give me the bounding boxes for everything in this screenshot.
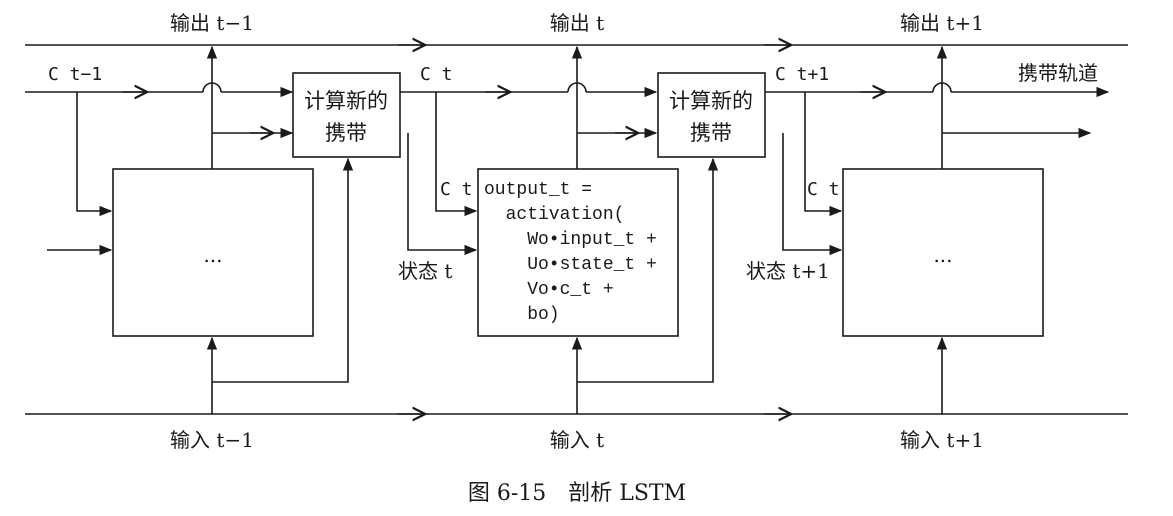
cell-output-arrows	[206, 45, 948, 169]
cell-placeholder: ...	[203, 243, 222, 267]
code-line-5: Vo•c_t +	[484, 280, 614, 300]
compute-input-arrows	[212, 157, 719, 383]
label-state-cur: 状态 t	[398, 259, 452, 283]
code-line-6: bo)	[484, 305, 560, 325]
label-carry-next-side: C t	[807, 179, 840, 200]
cell-prev: ...	[112, 168, 314, 337]
cell-next: ...	[842, 168, 1044, 337]
label-carry-prev: C t−1	[48, 64, 102, 85]
compute-box-line2: 携带	[690, 121, 732, 145]
compute-box-line1: 计算新的	[304, 89, 388, 113]
compute-box-line2: 携带	[325, 121, 367, 145]
label-carry-track: 携带轨道	[1018, 61, 1098, 85]
label-carry-cur: C t	[420, 64, 453, 85]
label-carry-cur-side: C t	[440, 179, 473, 200]
label-input-cur: 输入 t	[550, 428, 604, 452]
cell-input-arrows	[206, 336, 948, 414]
compute-carry-box-2: 计算新的 携带	[657, 72, 766, 158]
carry-into-cells	[76, 92, 843, 217]
compute-box-line1: 计算新的	[669, 89, 753, 113]
label-input-prev: 输入 t−1	[170, 428, 254, 452]
code-line-1: output_t =	[484, 180, 592, 200]
compute-carry-box-1: 计算新的 携带	[292, 72, 401, 158]
code-line-2: activation(	[484, 205, 624, 225]
cell-current: output_t = activation( Wo•input_t + Uo•s…	[477, 168, 679, 337]
label-output-prev: 输出 t−1	[170, 11, 254, 35]
label-input-next: 输入 t+1	[900, 428, 984, 452]
state-into-cells	[47, 133, 843, 256]
label-output-cur: 输出 t	[550, 11, 604, 35]
code-line-3: Wo•input_t +	[484, 230, 657, 250]
carry-track	[25, 82, 1110, 92]
cell-placeholder: ...	[933, 243, 952, 267]
code-line-4: Uo•state_t +	[484, 255, 657, 275]
figure-caption: 图 6-15 剖析 LSTM	[468, 481, 686, 506]
label-carry-next: C t+1	[775, 64, 829, 85]
label-output-next: 输出 t+1	[900, 11, 984, 35]
label-state-next: 状态 t+1	[746, 259, 830, 283]
